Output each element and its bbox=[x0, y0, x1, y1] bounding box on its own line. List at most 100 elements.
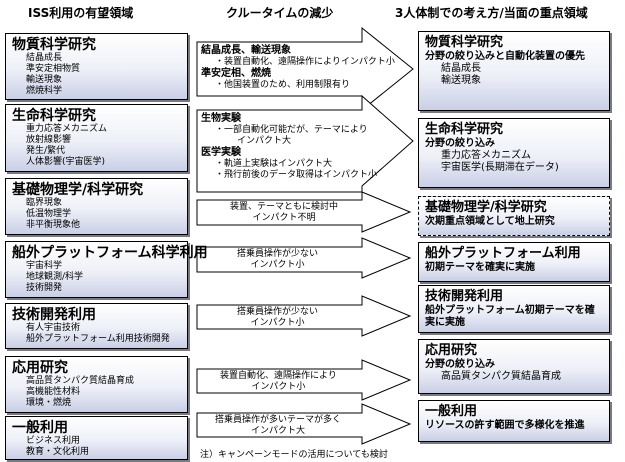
right-box-subtitle: リソースの許す範囲で多様化を推進 bbox=[425, 420, 585, 431]
arrow-1-text: 結晶成長、輸送現象 ・装置自動化、遠隔操作によりインパクト小 準安定相、燃焼 ・… bbox=[201, 45, 395, 91]
arrow-3-text: 装置、テーマともに検討中 インパクト不明 bbox=[230, 202, 338, 224]
right-box-title: 物質科学研究 bbox=[425, 35, 504, 50]
left-box-item: 発生/繁代 bbox=[26, 146, 66, 156]
right-box-subtitle: 船外プラットフォーム初期テーマを確実に実施 bbox=[425, 305, 595, 328]
arrow-2-group1-body2: インパクト大 bbox=[237, 136, 292, 146]
right-box-title: 基礎物理学/科学研究 bbox=[425, 200, 547, 215]
left-box-item: 船外プラットフォーム利用技術開発 bbox=[26, 334, 170, 344]
right-box-fundamental-physics: 基礎物理学/科学研究 次期重点領域として地上研究 bbox=[418, 196, 610, 236]
arrow-6-text: 装置自動化、遠隔操作により インパクト小 bbox=[220, 371, 337, 393]
left-box-item: 結晶成長 bbox=[26, 53, 63, 63]
right-box-subtitle: 分野の絞り込み bbox=[425, 359, 495, 370]
left-box-item: 環境・燃焼 bbox=[26, 398, 72, 408]
arrow-6-line1: 装置自動化、遠隔操作により bbox=[220, 371, 337, 381]
left-box-title: 一般利用 bbox=[12, 420, 68, 436]
arrow-7-line1: 搭乗員操作が多いテーマが多く bbox=[215, 415, 342, 425]
left-box-title: 技術開発利用 bbox=[12, 307, 96, 323]
arrow-7-text: 搭乗員操作が多いテーマが多く インパクト大 bbox=[215, 415, 341, 437]
right-box-applied-research: 応用研究 分野の絞り込み 高品質タンパク質結晶育成 bbox=[418, 339, 610, 394]
arrow-2-group2-body1: ・軌道上実験はインパクト大 bbox=[215, 159, 333, 169]
left-box-item: 高機能性材料 bbox=[26, 387, 81, 397]
arrow-1-group2-body: ・他国装置のため、利用制限有り bbox=[215, 80, 351, 90]
left-box-item: 高品質タンパク質結晶育成 bbox=[26, 376, 135, 386]
middle-column-header: クルータイムの減少 bbox=[226, 6, 334, 20]
arrow-3-line1: 装置、テーマともに検討中 bbox=[230, 202, 339, 212]
arrow-5 bbox=[196, 295, 412, 337]
right-box-general-use: 一般利用 リソースの許す範囲で多様化を推進 bbox=[418, 400, 610, 442]
left-box-applied-research: 応用研究 高品質タンパク質結晶育成 高機能性材料 環境・燃焼 bbox=[5, 356, 188, 413]
right-box-item: 高品質タンパク質結晶育成 bbox=[441, 371, 561, 382]
right-box-title: 一般利用 bbox=[425, 404, 478, 419]
arrow-5-text: 搭乗員操作が少ない インパクト小 bbox=[237, 307, 318, 329]
left-box-item: 技術開発 bbox=[26, 283, 63, 293]
right-box-life-science: 生命科学研究 分野の絞り込み 重力応答メカニズム 宇宙医学(長期滞在データ) bbox=[418, 118, 610, 188]
left-box-fundamental-physics: 基礎物理学/科学研究 臨界現象 低温物理学 非平衡現象他 bbox=[5, 178, 188, 235]
right-box-title: 応用研究 bbox=[425, 343, 478, 358]
left-box-item: 低温物理学 bbox=[26, 209, 72, 219]
arrow-2 bbox=[196, 94, 414, 193]
left-box-general-use: 一般利用 ビジネス利用 教育・文化利用 bbox=[5, 416, 188, 460]
left-box-item: 重力応答メカニズム bbox=[26, 124, 108, 134]
left-box-item: 燃焼科学 bbox=[26, 86, 63, 96]
arrow-5-line1: 搭乗員操作が少ない bbox=[237, 307, 319, 317]
left-box-item: 有人宇宙技術 bbox=[26, 323, 81, 333]
right-box-item: 輸送現象 bbox=[441, 75, 481, 86]
left-box-title: 船外プラットフォーム科学利用 bbox=[12, 245, 208, 261]
left-box-title: 物質科学研究 bbox=[12, 37, 96, 53]
arrow-4-line1: 搭乗員操作が少ない bbox=[237, 249, 319, 259]
right-box-title: 生命科学研究 bbox=[425, 122, 504, 137]
left-box-item: 輸送現象 bbox=[26, 75, 63, 85]
right-box-material-science: 物質科学研究 分野の絞り込みと自動化装置の優先 結晶成長 輸送現象 bbox=[418, 31, 610, 111]
left-box-title: 生命科学研究 bbox=[12, 108, 96, 124]
left-box-technology-development: 技術開発利用 有人宇宙技術 船外プラットフォーム利用技術開発 bbox=[5, 303, 188, 349]
arrow-7-line2: インパクト大 bbox=[251, 426, 306, 436]
left-box-title: 基礎物理学/科学研究 bbox=[12, 182, 144, 198]
left-box-item: ビジネス利用 bbox=[26, 436, 81, 446]
left-box-item: 臨界現象 bbox=[26, 198, 63, 208]
right-box-item: 宇宙医学(長期滞在データ) bbox=[441, 162, 559, 173]
right-box-subtitle: 分野の絞り込み bbox=[425, 138, 495, 149]
left-box-item: 人体影響(宇宙医学) bbox=[26, 157, 106, 167]
footnote: 注）キャンペーンモードの活用についても検討 bbox=[200, 450, 388, 460]
arrow-4-line2: インパクト小 bbox=[250, 260, 305, 270]
left-box-external-platform: 船外プラットフォーム科学利用 宇宙科学 地球観測/科学 技術開発 bbox=[5, 241, 208, 298]
left-box-material-science: 物質科学研究 結晶成長 準安定相物質 輸送現象 燃焼科学 bbox=[5, 33, 188, 100]
arrow-5-line2: インパクト小 bbox=[250, 318, 305, 328]
arrow-2-group2-body2: ・飛行前後のデータ取得はインパクト小 bbox=[215, 170, 378, 180]
right-box-title: 技術開発利用 bbox=[425, 289, 504, 304]
arrow-3 bbox=[196, 191, 412, 233]
arrow-4-text: 搭乗員操作が少ない インパクト小 bbox=[237, 249, 318, 271]
left-box-item: 宇宙科学 bbox=[26, 261, 63, 271]
left-box-item: 教育・文化利用 bbox=[26, 447, 90, 457]
arrow-1-group1-body: ・装置自動化、遠隔操作によりインパクト小 bbox=[215, 57, 395, 67]
left-box-item: 地球観測/科学 bbox=[26, 272, 84, 282]
arrow-1-group1-title: 結晶成長、輸送現象 bbox=[201, 45, 291, 56]
right-box-item: 重力応答メカニズム bbox=[441, 150, 531, 161]
right-box-item: 結晶成長 bbox=[441, 63, 481, 74]
left-box-life-science: 生命科学研究 重力応答メカニズム 放射線影響 発生/繁代 人体影響(宇宙医学) bbox=[5, 104, 188, 172]
right-box-subtitle: 次期重点領域として地上研究 bbox=[425, 216, 555, 227]
arrow-7 bbox=[196, 403, 412, 445]
left-box-item: 放射線影響 bbox=[26, 135, 72, 145]
arrow-6 bbox=[196, 359, 412, 401]
arrow-2-group2-title: 医学実験 bbox=[201, 147, 241, 158]
right-box-title: 船外プラットフォーム利用 bbox=[425, 246, 581, 261]
left-box-item: 非平衡現象他 bbox=[26, 220, 81, 230]
right-box-external-platform: 船外プラットフォーム利用 初期テーマを確実に実施 bbox=[418, 242, 610, 282]
left-box-item: 準安定相物質 bbox=[26, 64, 81, 74]
arrow-3-line2: インパクト不明 bbox=[252, 213, 316, 223]
right-column-header: 3人体制での考え方/当面の重点領域 bbox=[395, 6, 588, 20]
left-column-header: ISS利用の有望領域 bbox=[28, 6, 134, 20]
arrow-2-text: 生物実験 ・一部自動化可能だが、テーマにより インパクト大 医学実験 ・軌道上実… bbox=[201, 113, 377, 181]
arrow-2-group1-body1: ・一部自動化可能だが、テーマにより bbox=[215, 125, 368, 135]
arrow-2-group1-title: 生物実験 bbox=[201, 113, 241, 124]
arrow-1 bbox=[196, 26, 414, 112]
arrow-1-group2-title: 準安定相、燃焼 bbox=[201, 68, 271, 79]
arrow-4 bbox=[196, 237, 412, 279]
right-box-subtitle: 初期テーマを確実に実施 bbox=[425, 262, 535, 273]
arrow-6-line2: インパクト小 bbox=[251, 382, 306, 392]
left-box-title: 応用研究 bbox=[12, 360, 68, 376]
right-box-subtitle: 分野の絞り込みと自動化装置の優先 bbox=[425, 51, 585, 62]
right-box-technology-development: 技術開発利用 船外プラットフォーム初期テーマを確実に実施 bbox=[418, 285, 610, 333]
